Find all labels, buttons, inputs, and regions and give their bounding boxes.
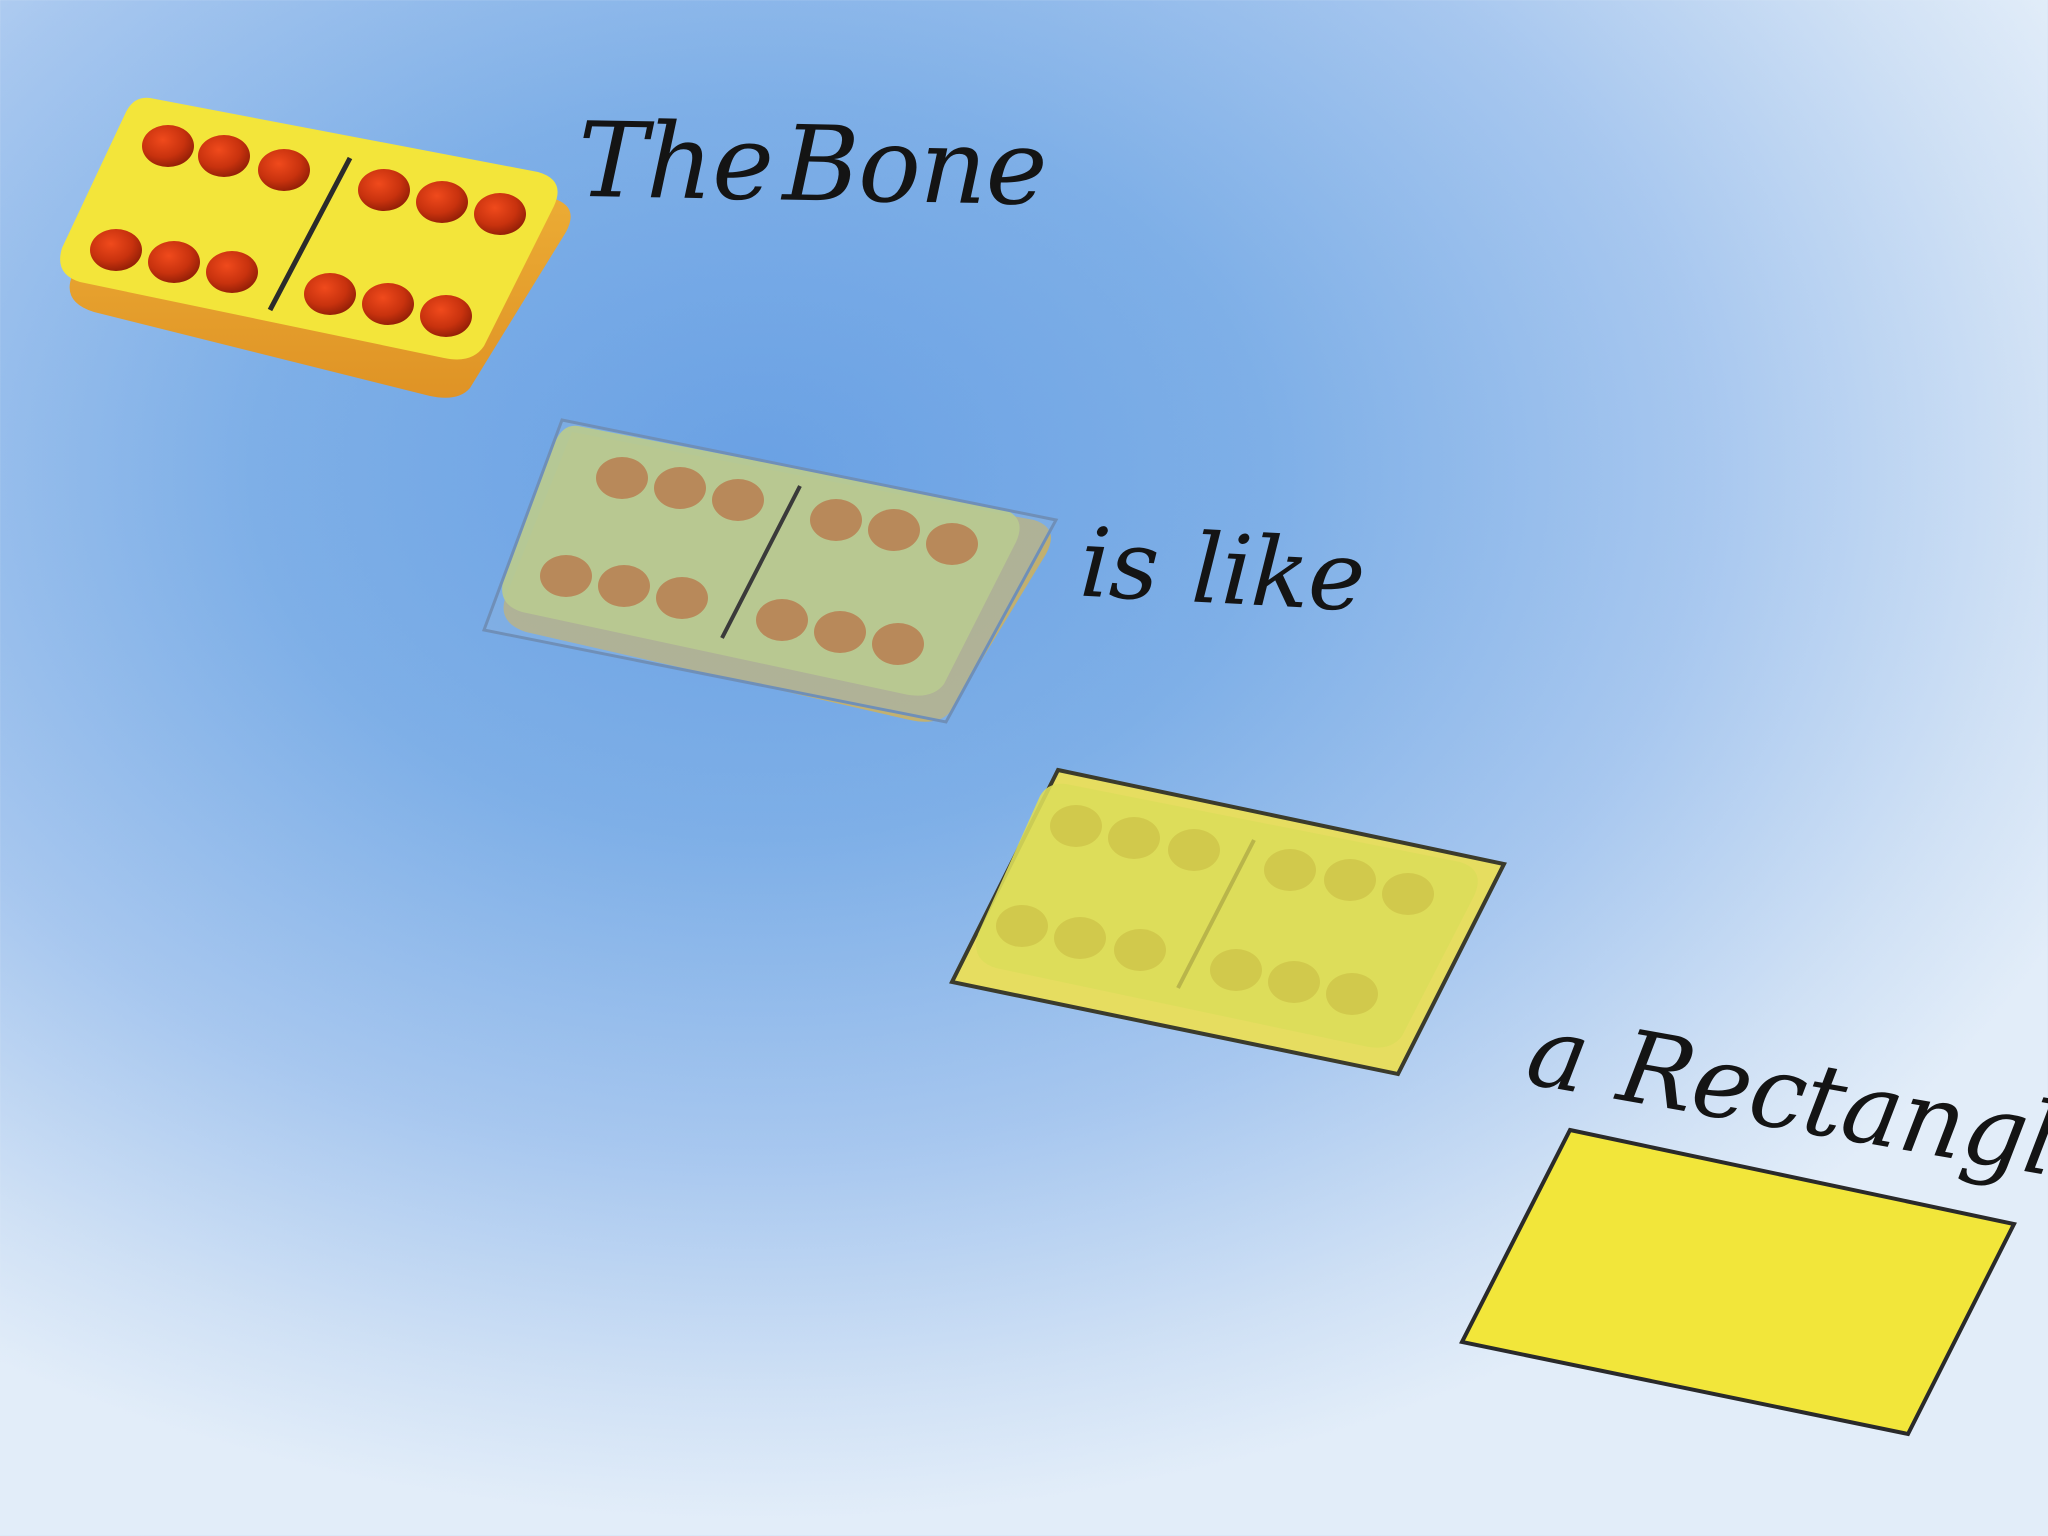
domino-pips xyxy=(540,457,978,665)
caption-word-bone: Bone xyxy=(781,102,1048,230)
domino-face xyxy=(60,97,558,360)
domino-divider xyxy=(1176,839,1256,989)
domino-translucent-overlay-icon xyxy=(481,418,1059,724)
domino-pips xyxy=(90,125,526,337)
caption-the-bone: TheBone xyxy=(577,99,1048,229)
domino-pips xyxy=(996,805,1434,1015)
domino-flattened-icon xyxy=(949,767,1507,1077)
caption-word-like: like xyxy=(1189,512,1368,634)
domino-divider xyxy=(720,485,802,639)
caption-word-the: The xyxy=(576,98,774,225)
rectangle-shape-icon xyxy=(1459,1127,2017,1437)
domino-double-six-icon xyxy=(60,97,571,398)
domino-divider xyxy=(267,156,353,312)
caption-word-is: is xyxy=(1077,506,1161,623)
